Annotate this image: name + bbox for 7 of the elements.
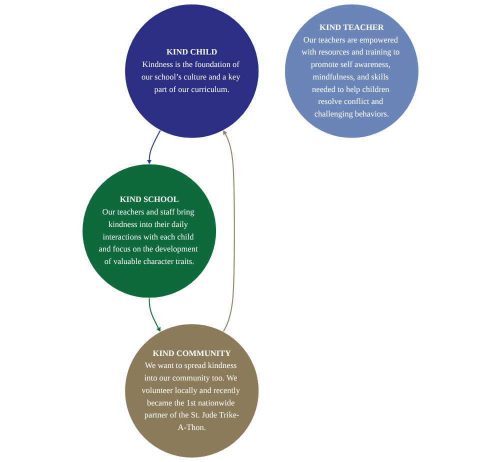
- node-circle: KIND CHILD Kindness is the foundation of our school’s culture and a key part of our curriculum.: [124, 4, 260, 138]
- node-circle: KIND SCHOOL Our teachers and staff bring kindness into their daily interactions with each child and focus on the development of valuable character traits.: [82, 164, 217, 298]
- node-circle: KIND TEACHER Our teachers are empowered with resources and training to promote self awareness, mindfulness, and skills needed to help children resolve conflict and challenging behaviors.: [284, 4, 419, 138]
- arrow: [147, 130, 161, 164]
- arrow: [148, 298, 161, 332]
- arrow: [222, 130, 235, 332]
- node-circle: KIND COMMUNITY We want to spread kindness into our community too. We volunteer locally and recently became the 1st nationwide partner of the St. Jude Trike-A-Thon.: [124, 324, 260, 458]
